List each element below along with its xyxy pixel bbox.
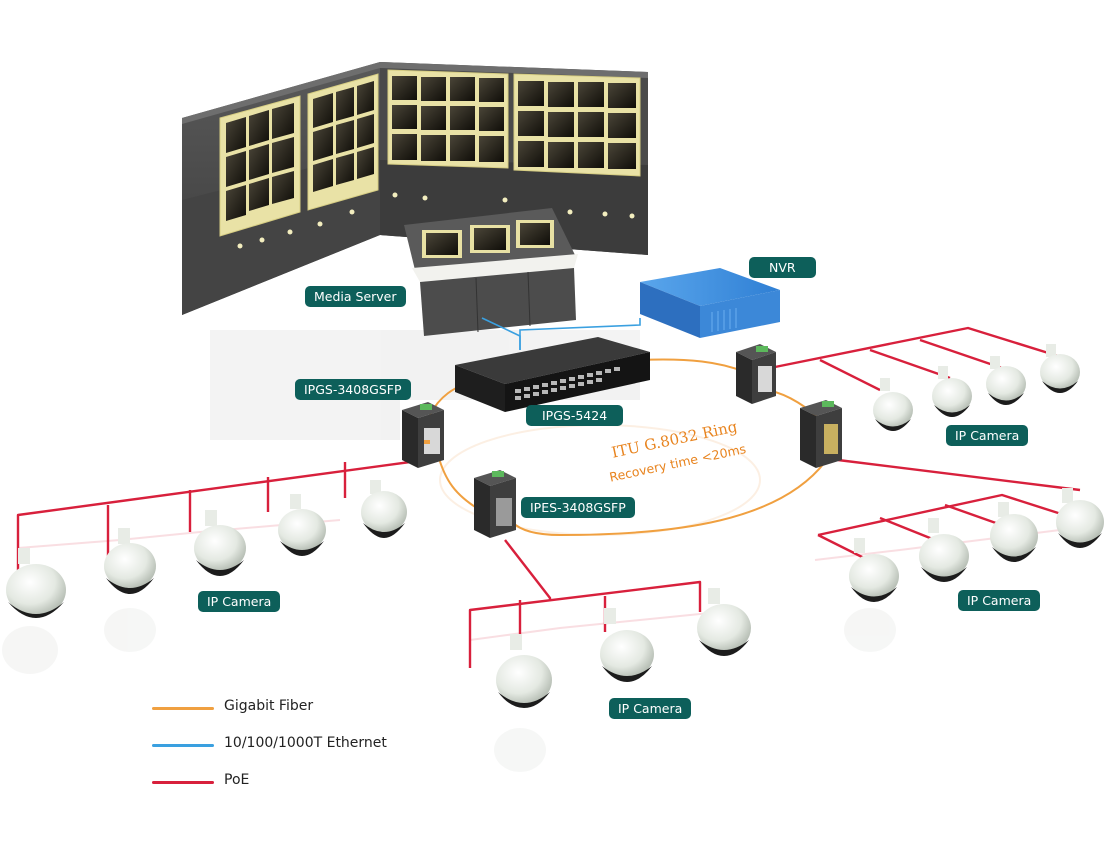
camera-r2	[932, 366, 972, 417]
video-wall	[182, 62, 648, 315]
label-ipgs-5424: IPGS-5424	[526, 405, 624, 426]
poe-reflection	[17, 519, 1061, 641]
camera-r6	[919, 518, 969, 582]
legend-swatch-fiber	[152, 707, 214, 710]
camera-l4	[278, 494, 326, 556]
label-ip-camera-right-top: IP Camera	[946, 425, 1029, 446]
ipgs-5424-switch	[455, 337, 650, 412]
switch-ring-node-top	[736, 344, 776, 404]
console-desk	[404, 208, 578, 336]
camera-r8	[1056, 488, 1104, 548]
label-media-server: Media Server	[305, 286, 406, 307]
camera-r5	[849, 538, 899, 602]
label-ip-camera-left: IP Camera	[198, 591, 281, 612]
camera-l1	[6, 548, 66, 618]
legend-swatch-poe	[152, 781, 214, 784]
label-ip-camera-right-bottom: IP Camera	[958, 590, 1041, 611]
label-ipes-3408gsfp: IPES-3408GSFP	[521, 497, 635, 518]
poe-links	[16, 326, 1081, 668]
legend-label-ethernet: 10/100/1000T Ethernet	[224, 735, 387, 751]
switch-ipes-3408gsfp	[474, 470, 516, 538]
ip-camera-group	[6, 344, 1104, 708]
label-ipgs-3408gsfp: IPGS-3408GSFP	[295, 379, 411, 400]
camera-r7	[990, 502, 1038, 562]
switch-ipgs-3408gsfp	[402, 402, 444, 468]
camera-l3	[194, 510, 246, 576]
label-ip-camera-center: IP Camera	[609, 698, 692, 719]
nvr-device	[640, 268, 780, 338]
camera-r3	[986, 356, 1026, 405]
camera-c3	[697, 588, 751, 656]
label-nvr: NVR	[749, 257, 816, 278]
camera-c2	[600, 608, 654, 682]
camera-c1	[496, 634, 552, 708]
camera-r1	[873, 378, 913, 431]
camera-l5	[361, 480, 407, 538]
camera-r4	[1040, 344, 1080, 393]
camera-l2	[104, 528, 156, 594]
switch-ring-node-right	[800, 400, 842, 468]
legend-label-poe: PoE	[224, 772, 250, 788]
ethernet-links	[481, 317, 641, 350]
legend-swatch-ethernet	[152, 744, 214, 747]
legend-label-fiber: Gigabit Fiber	[224, 698, 314, 714]
